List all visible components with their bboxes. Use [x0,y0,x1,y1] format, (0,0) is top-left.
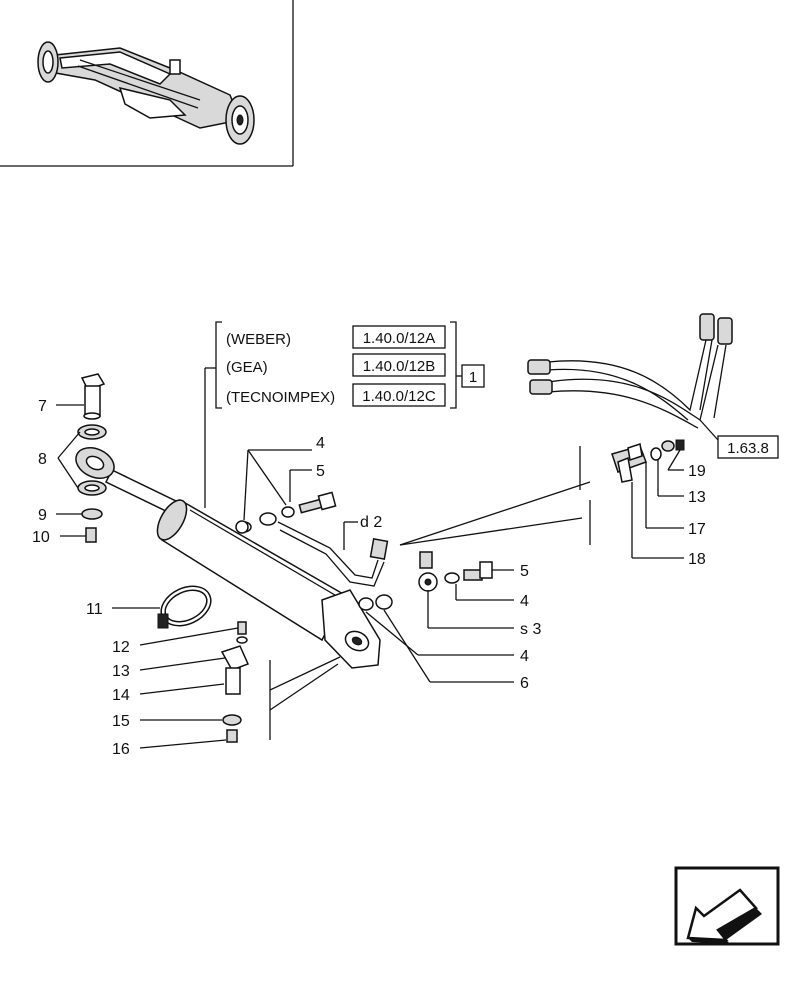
hose-ref-box [717,435,779,459]
banjo-fitting-s3 [418,551,493,592]
callout-8: 8 [38,451,47,468]
supplier-ref-box-a [352,325,446,349]
pin-7 [80,373,106,420]
bolt-5-upper [298,491,337,514]
supplier-ref-box-b [352,353,446,377]
callout-4-right: 4 [520,593,529,610]
supplier-ref-a[interactable]: 1.40.0/12A [363,330,436,347]
washer-4a [235,520,249,534]
supplier-group-box [461,364,485,388]
callout-15: 15 [112,713,130,730]
callout-12: 12 [112,639,130,656]
fitting-16 [226,729,238,743]
supplier-ref-b[interactable]: 1.40.0/12B [363,358,436,375]
callout-14: 14 [112,687,130,704]
supplier-name-gea: (GEA) [226,359,268,376]
supplier-ref-box-c [352,383,446,407]
axle-thumbnail [0,0,294,167]
bracket-14 [220,621,250,695]
washer-15 [222,714,242,726]
arrow-down-left-icon [686,888,762,944]
callout-19: 19 [688,463,706,480]
callout-5-right: 5 [520,563,529,580]
callout-17: 17 [688,521,706,538]
callout-16: 16 [112,741,130,758]
detail-pointer-upper [399,481,591,546]
washer-4c [358,597,374,611]
callout-d2: d 2 [360,514,382,531]
supplier-name-weber: (WEBER) [226,331,291,348]
callout-4-upper: 4 [316,435,325,452]
hydraulic-hoses [527,313,733,429]
callout-5-upper: 5 [316,463,325,480]
back-arrow-button[interactable] [674,866,780,946]
clamp-11 [157,585,212,629]
callout-9: 9 [38,507,47,524]
supplier-name-tecnoimpex: (TECNOIMPEX) [226,389,335,406]
callout-6: 6 [520,675,529,692]
callout-4-lower: 4 [520,648,529,665]
nut-9 [81,508,103,520]
steering-cylinder [75,447,381,669]
callout-13-lower: 13 [112,663,130,680]
callout-13-right: 13 [688,489,706,506]
grease-fitting-10 [85,527,97,543]
washer-6 [375,594,393,610]
supplier-group-ref[interactable]: 1 [469,369,477,386]
supplier-table: (WEBER) (GEA) (TECNOIMPEX) 1.40.0/12A 1.… [204,321,485,508]
callout-10: 10 [32,529,50,546]
callout-11: 11 [86,601,103,618]
hose-ref[interactable]: 1.63.8 [727,440,769,457]
callouts: 7 8 9 10 11 12 13 14 15 16 4 [32,398,706,758]
callout-18: 18 [688,551,706,568]
pipe-d2 [277,521,389,587]
callout-s3: s 3 [520,621,541,638]
supplier-ref-c[interactable]: 1.40.0/12C [362,388,436,405]
callout-7: 7 [38,398,47,415]
